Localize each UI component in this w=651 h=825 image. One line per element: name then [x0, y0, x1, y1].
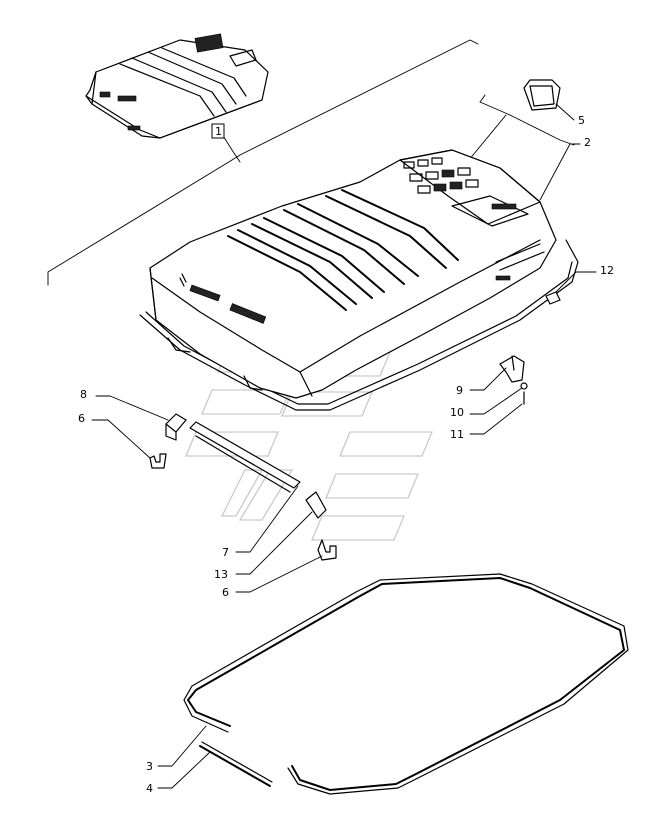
part-6-bracket-upper: [149, 453, 167, 469]
callout-4: 4: [146, 782, 153, 795]
leader-lines: [91, 103, 597, 789]
callout-6-upper: 6: [78, 412, 85, 425]
callout-10: 10: [450, 406, 464, 419]
part-6-bracket-lower: [317, 539, 337, 561]
part-4-strip: [199, 741, 273, 787]
callout-3: 3: [146, 760, 153, 773]
callout-6-lower: 6: [222, 586, 229, 599]
callout-1: 1: [215, 125, 222, 138]
callout-5: 5: [578, 114, 585, 127]
callout-1-box: [211, 123, 225, 139]
part-7-strip: [189, 421, 301, 493]
part-8-clip: [165, 413, 187, 441]
callout-12: 12: [600, 264, 614, 277]
thumbnail-assembly: [85, 33, 269, 139]
part-12-plug: [545, 291, 561, 305]
callout-8: 8: [80, 388, 87, 401]
callout-7: 7: [222, 546, 229, 559]
part-9-bracket: [499, 355, 528, 405]
part-13-clip: [305, 491, 327, 519]
callout-labels: 1 2 3 4 5 6 6 7 8 9 10 11 12 13: [78, 114, 614, 795]
callout-13: 13: [214, 568, 228, 581]
part-3-seal: [183, 573, 629, 795]
roof-assembly: [139, 149, 579, 411]
callout-11: 11: [450, 428, 464, 441]
callout-9: 9: [456, 384, 463, 397]
part-5-cap: [523, 79, 561, 111]
callout-2: 2: [584, 136, 591, 149]
